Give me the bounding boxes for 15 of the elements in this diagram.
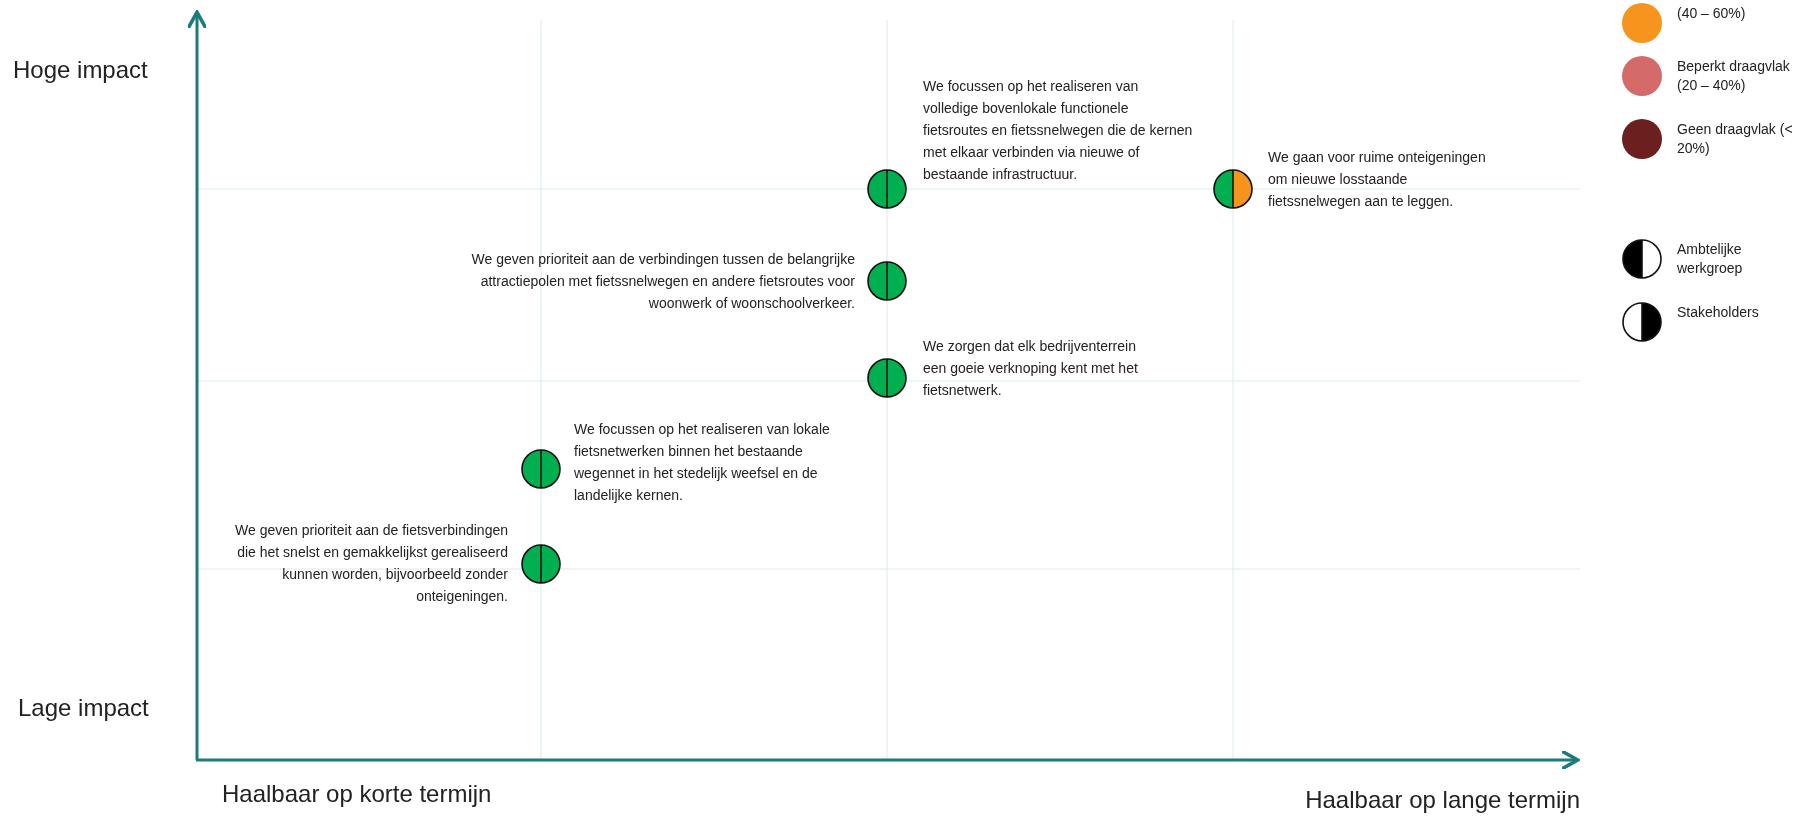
statement-text: We zorgen dat elk bedrijventerrein een goeie verknoping kent met het fietsnetwerk. (923, 337, 1138, 400)
statement-text: We focussen op het realiseren van lokale fietsnetwerken binnen het bestaande wegennet in het stedelijk weefsel en de landelijke kernen. (574, 420, 831, 505)
axis-title: Haalbaar op korte termijn (222, 780, 492, 808)
legend-text: Stakeholders (1677, 303, 1760, 322)
legend-text: Geen draagvlak (< 20%) (1677, 120, 1794, 158)
statement-text: We geven prioriteit aan de verbindingen tussen de belangrijke attractiepolen met fietssnelwegen en andere fietsroutes voor woonwerk of woonschoolverkeer. (470, 250, 855, 313)
axis-title: Lage impact (18, 694, 149, 722)
legend-text: Beperkt draagvlak (20 – 40%) (1677, 57, 1791, 95)
axis-title: Haalbaar op lange termijn (1304, 786, 1580, 814)
statement-text: We geven prioriteit aan de fietsverbindingen die het snelst en gemakkelijkst gerealiseerd kunnen worden, bijvoorbeeld zonder onteigeningen. (234, 521, 508, 606)
statement-text: We focussen op het realiseren van volledige bovenlokale functionele fietsroutes en fietssnelwegen die de kernen met elkaar verbinden via nieuwe of bestaande infrastructuur. (923, 77, 1193, 184)
statement-text: We gaan voor ruime onteigeningen om nieuwe losstaande fietssnelwegen aan te leggen. (1268, 148, 1487, 211)
legend-text: (40 – 60%) (1677, 4, 1747, 23)
axis-title: Hoge impact (13, 56, 148, 84)
legend-text: Ambtelijke werkgroep (1677, 240, 1744, 278)
